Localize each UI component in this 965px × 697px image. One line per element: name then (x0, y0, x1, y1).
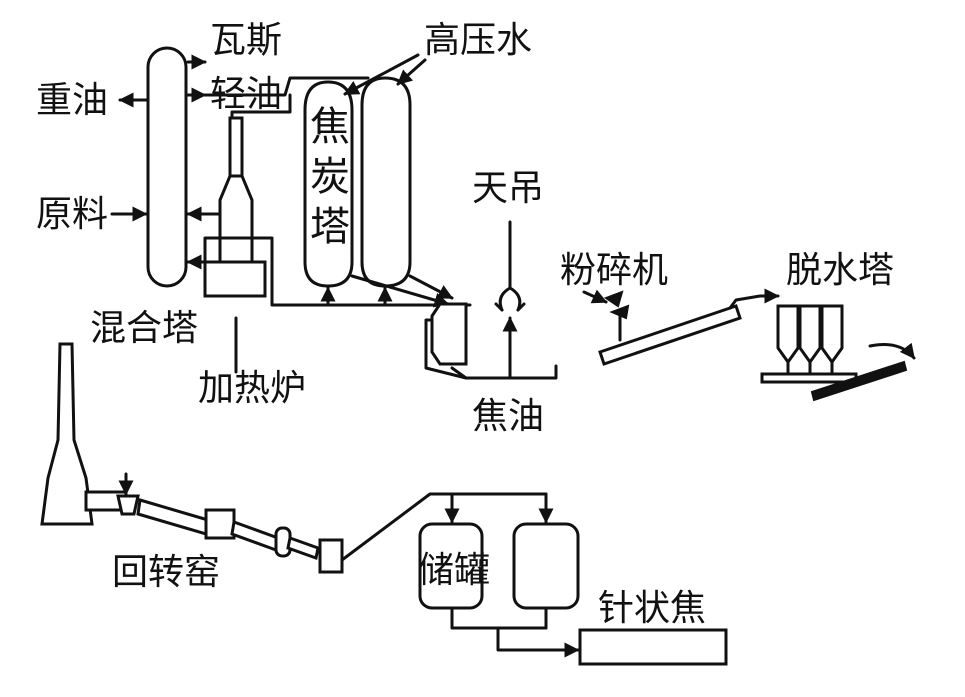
label-crane: 天吊 (472, 168, 544, 209)
label-crusher: 粉碎机 (560, 250, 668, 291)
conveyor-belt (598, 304, 742, 366)
crusher-icon (603, 290, 630, 342)
mixing-tower-column (146, 46, 188, 288)
rotary-kiln (84, 472, 344, 574)
kiln-to-tank-line (340, 492, 548, 562)
vapour-line (203, 76, 370, 97)
label-heavy-oil: 重油 (36, 80, 108, 121)
coke-oil-collect-line (424, 318, 558, 380)
label-coke-oil: 焦油 (472, 396, 544, 437)
coke-tower-1 (303, 80, 354, 288)
dewatering-output-conveyor (810, 342, 916, 402)
coke-discharge-line-2 (408, 274, 454, 300)
crusher-feed-arrow (582, 289, 608, 304)
hp-water-arrow-1 (343, 53, 420, 96)
needle-coke-product-box (578, 628, 728, 666)
label-raw-material: 原料 (36, 194, 108, 235)
label-dewatering-tower: 脱水塔 (786, 250, 894, 291)
chimney (40, 342, 94, 526)
label-light-oil: 轻油 (210, 74, 282, 115)
coke-oil-arrow (450, 366, 468, 380)
storage-tank-2 (512, 522, 580, 610)
conveyor-to-dewatering-line (728, 288, 780, 310)
label-mixing-tower: 混合塔 (90, 308, 198, 349)
furnace-feed-line (203, 236, 472, 307)
coke-tower-2 (360, 76, 412, 288)
label-gas: 瓦斯 (210, 20, 282, 61)
hp-water-arrow-2 (396, 58, 427, 86)
label-needle-coke: 针状焦 (598, 588, 706, 629)
label-storage-tank: 储罐 (418, 550, 490, 591)
label-rotary-kiln: 回转窑 (112, 552, 220, 593)
crane-hook-icon (494, 220, 526, 312)
label-high-pressure-water: 高压水 (424, 20, 532, 61)
coke-settling-tank (430, 302, 468, 366)
heating-furnace (203, 116, 267, 298)
dewatering-tower (760, 304, 858, 384)
label-coke-tower: 焦 炭 塔 (310, 104, 363, 250)
coke-discharge-line-1 (350, 274, 450, 308)
label-heating-furnace: 加热炉 (198, 368, 306, 409)
